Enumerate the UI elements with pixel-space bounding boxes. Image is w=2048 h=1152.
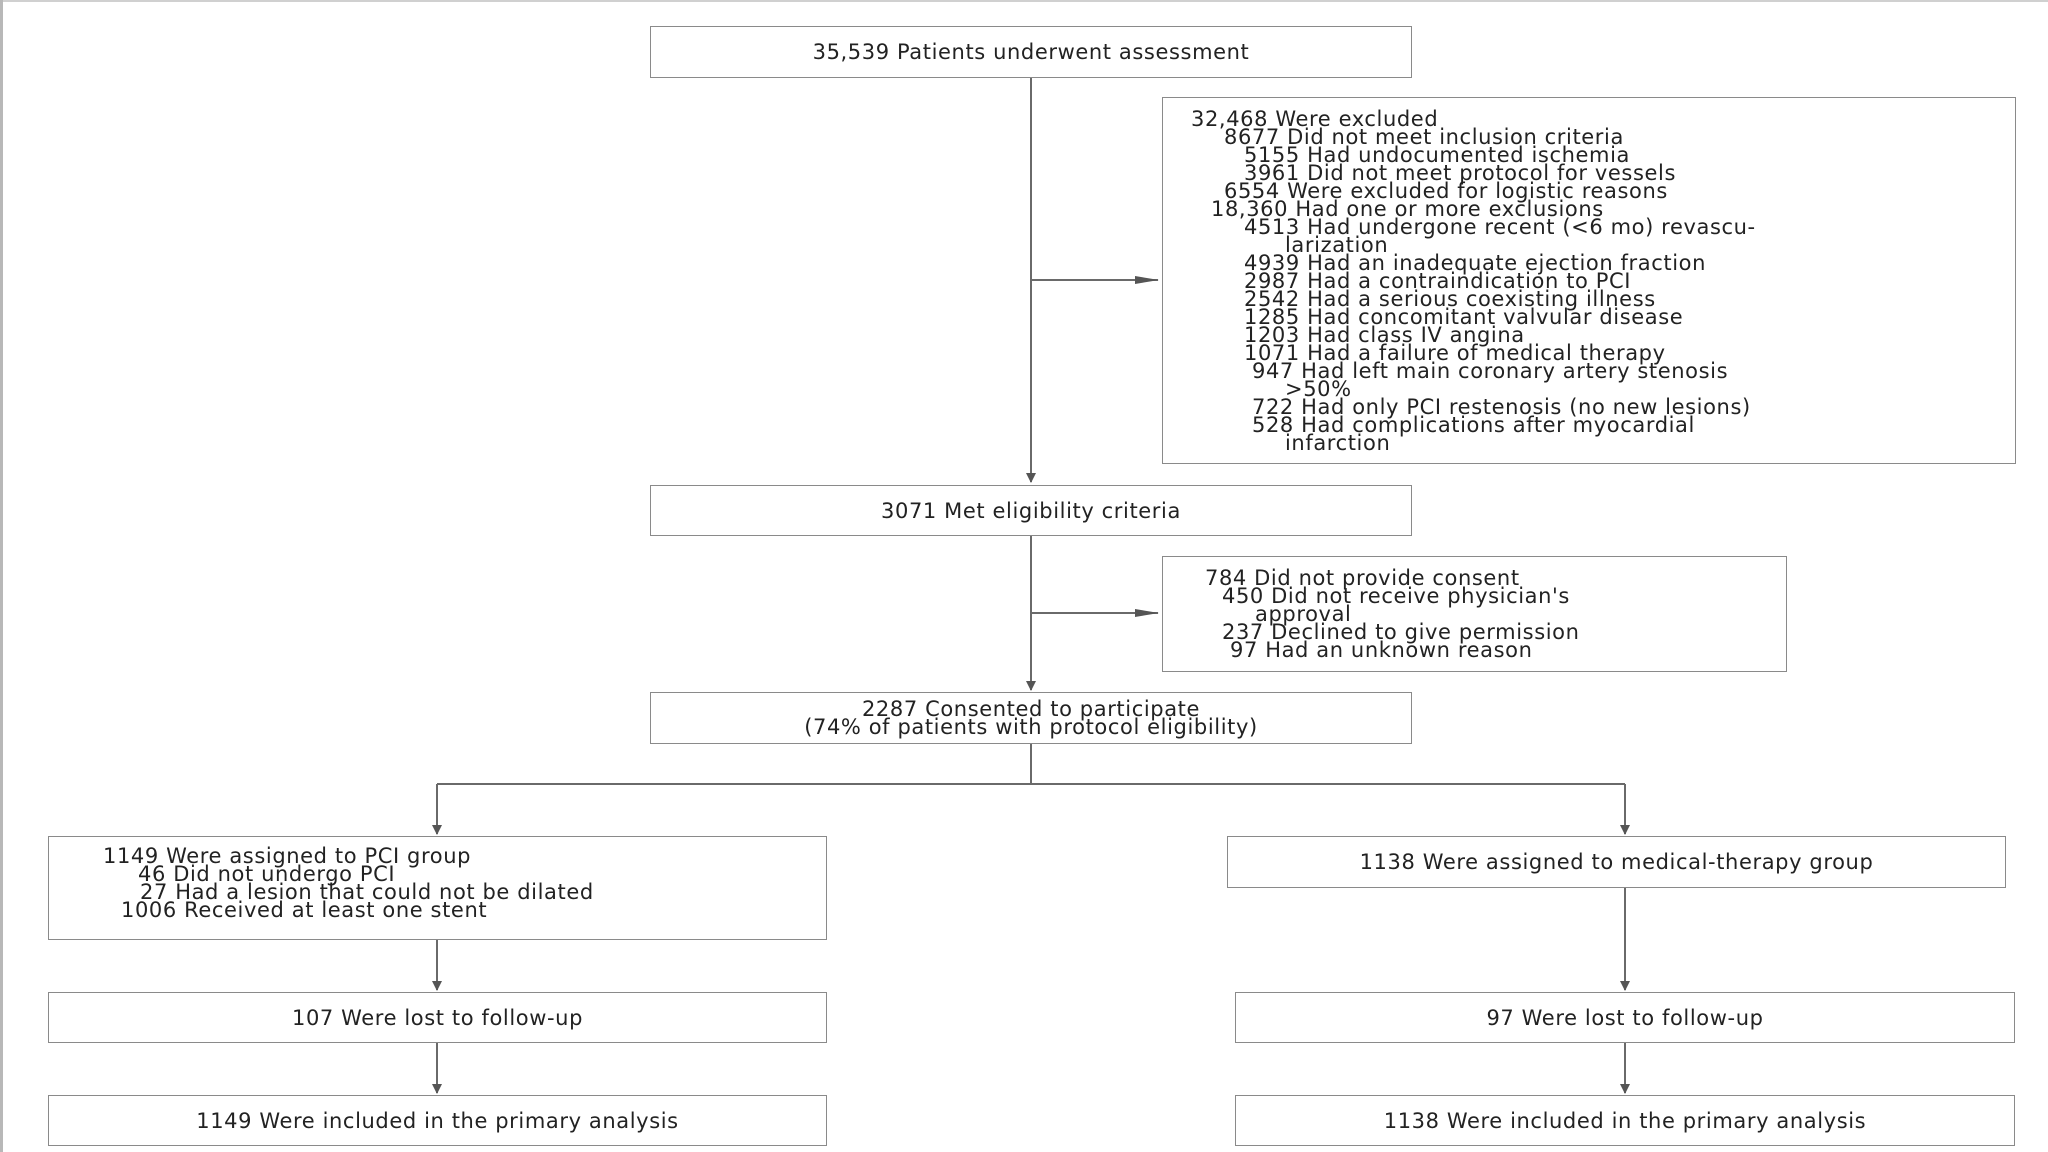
consented-box: 2287 Consented to participate (74% of pa…: [650, 692, 1412, 744]
excluded-total: 32,468 Were excluded: [1191, 107, 1439, 131]
pci-lost-box: 107 Were lost to follow-up: [48, 992, 827, 1043]
pci-assigned: 1149 Were assigned to PCI group: [103, 844, 472, 868]
excluded-revasc-cont: larization: [1285, 233, 1389, 257]
eligible-box: 3071 Met eligibility criteria: [650, 485, 1412, 536]
assessment-box: 35,539 Patients underwent assessment: [650, 26, 1412, 78]
medical-lost-text: 97 Were lost to follow-up: [1486, 1005, 1764, 1030]
excluded-restenosis: 722 Had only PCI restenosis (no new lesi…: [1252, 395, 1751, 419]
top-rule: [0, 0, 2048, 2]
no-consent-unknown: 97 Had an unknown reason: [1230, 638, 1533, 662]
excluded-vessels: 3961 Did not meet protocol for vessels: [1244, 161, 1677, 185]
no-consent-physician: 450 Did not receive physician's: [1222, 584, 1570, 608]
pci-not-undergo: 46 Did not undergo PCI: [138, 862, 396, 886]
medical-lost-box: 97 Were lost to follow-up: [1235, 992, 2015, 1043]
excluded-revasc: 4513 Had undergone recent (<6 mo) revasc…: [1244, 215, 1756, 239]
no-consent-declined: 237 Declined to give permission: [1222, 620, 1580, 644]
medical-analysis-text: 1138 Were included in the primary analys…: [1383, 1108, 1867, 1133]
excluded-left-main: 947 Had left main coronary artery stenos…: [1252, 359, 1729, 383]
medical-analysis-box: 1138 Were included in the primary analys…: [1235, 1095, 2015, 1146]
eligible-text: 3071 Met eligibility criteria: [881, 498, 1181, 523]
excluded-angina: 1203 Had class IV angina: [1244, 323, 1525, 347]
excluded-coexisting: 2542 Had a serious coexisting illness: [1244, 287, 1656, 311]
excluded-complications: 528 Had complications after myocardial: [1252, 413, 1695, 437]
pci-analysis-box: 1149 Were included in the primary analys…: [48, 1095, 827, 1146]
consented-percent: (74% of patients with protocol eligibili…: [804, 715, 1258, 739]
pci-analysis-text: 1149 Were included in the primary analys…: [196, 1108, 679, 1133]
excluded-left-main-cont: >50%: [1285, 377, 1352, 401]
medical-group-box: 1138 Were assigned to medical-therapy gr…: [1227, 836, 2006, 888]
no-consent-box: 784 Did not provide consent 450 Did not …: [1162, 556, 1787, 672]
pci-not-dilated: 27 Had a lesion that could not be dilate…: [140, 880, 594, 904]
excluded-logistic: 6554 Were excluded for logistic reasons: [1224, 179, 1668, 203]
pci-lost-text: 107 Were lost to follow-up: [291, 1005, 584, 1030]
consented-text: 2287 Consented to participate: [861, 697, 1201, 721]
no-consent-physician-cont: approval: [1255, 602, 1352, 626]
excluded-one-or-more: 18,360 Had one or more exclusions: [1211, 197, 1604, 221]
pci-group-box: 1149 Were assigned to PCI group 46 Did n…: [48, 836, 827, 940]
excluded-contraindication: 2987 Had a contraindication to PCI: [1244, 269, 1632, 293]
excluded-inclusion: 8677 Did not meet inclusion criteria: [1224, 125, 1624, 149]
excluded-ischemia: 5155 Had undocumented ischemia: [1244, 143, 1630, 167]
assessment-text: 35,539 Patients underwent assessment: [812, 40, 1250, 64]
excluded-ejection: 4939 Had an inadequate ejection fraction: [1244, 251, 1707, 275]
excluded-complications-cont: infarction: [1285, 431, 1391, 455]
no-consent-total: 784 Did not provide consent: [1205, 566, 1520, 590]
excluded-box: 32,468 Were excluded 8677 Did not meet i…: [1162, 97, 2016, 464]
excluded-valvular: 1285 Had concomitant valvular disease: [1244, 305, 1684, 329]
medical-assigned: 1138 Were assigned to medical-therapy gr…: [1359, 850, 1874, 874]
excluded-medical-failure: 1071 Had a failure of medical therapy: [1244, 341, 1666, 365]
left-rule: [0, 0, 3, 1152]
pci-stent: 1006 Received at least one stent: [121, 898, 488, 922]
